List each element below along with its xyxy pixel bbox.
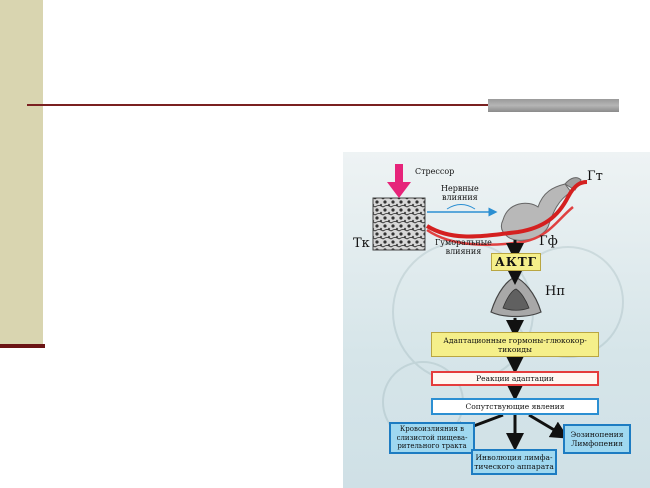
tk-label: Тк [353,236,370,251]
tissue-block [372,197,426,251]
arrow-to-eosinopenia [528,413,569,439]
hemorrhages-box: Кровоизлияния в слизистой пищева- ритель… [389,422,475,454]
stressor-label: Стрессор [415,167,455,176]
accompanying-phenomena-box: Сопутствующие явления [431,398,599,415]
sidebar-base-line [0,344,45,348]
diagram-graphics [372,164,624,451]
title-rule-line [27,104,618,106]
humoral-influence-label: Гуморальные влияния [435,238,492,256]
adaptation-reactions-box: Реакции адаптации [431,371,599,386]
eosinopenia-box: Эозинопения Лимфопения [563,424,631,454]
nerve-brace [446,204,476,210]
np-label: Нп [545,284,566,299]
title-rule-bar [488,99,619,112]
stressor-arrow [387,164,411,198]
hypothalamus-tip [564,177,582,191]
blood-vessel [426,206,574,246]
gt-label: Гт [587,169,603,184]
adaptive-hormones-box: Адаптационные гормоны-глюкокор- тикоиды [431,332,599,357]
blood-vessel [425,180,588,239]
stress-adaptation-diagram: Стрессор Нервные влияния Гуморальные вли… [343,152,650,488]
nerve-influence-label: Нервные влияния [441,184,479,202]
gf-label: Гф [539,234,558,249]
sidebar-panel [0,0,43,347]
adrenal-core [502,288,530,311]
pituitary-shape [500,183,572,241]
involution-box: Инволюция лимфа- тического аппарата [471,449,557,475]
actg-box: АКТГ [491,253,541,271]
